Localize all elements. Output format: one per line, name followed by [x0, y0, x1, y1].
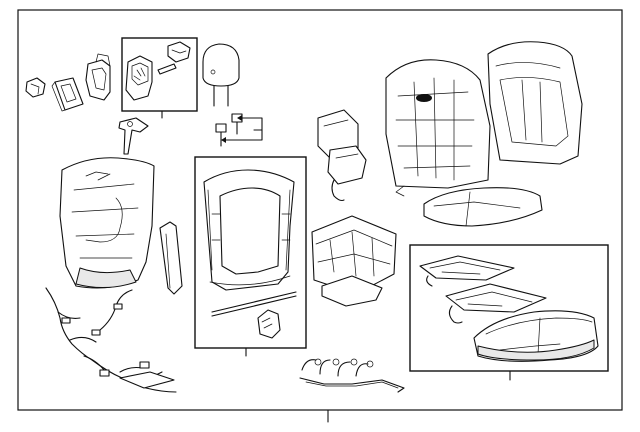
cover	[85, 53, 111, 101]
seat-cushion-group	[409, 244, 609, 381]
clip	[25, 77, 46, 98]
wiring-harness	[45, 287, 177, 393]
side-panel	[159, 221, 183, 295]
back-cushion	[385, 59, 491, 197]
seat-back-frame	[194, 156, 307, 357]
back-frame-with-trim	[59, 157, 155, 289]
back-cover	[487, 41, 583, 165]
bracket	[51, 77, 84, 112]
lumbar-pad-lower	[327, 145, 367, 202]
seat-track-harness	[299, 358, 405, 393]
seat-cushion-small	[423, 187, 543, 227]
headrest-guides	[215, 113, 263, 147]
harness-clip-group	[121, 37, 198, 119]
lever	[118, 117, 149, 155]
seat-adjuster	[311, 215, 397, 307]
headrest	[202, 43, 240, 107]
